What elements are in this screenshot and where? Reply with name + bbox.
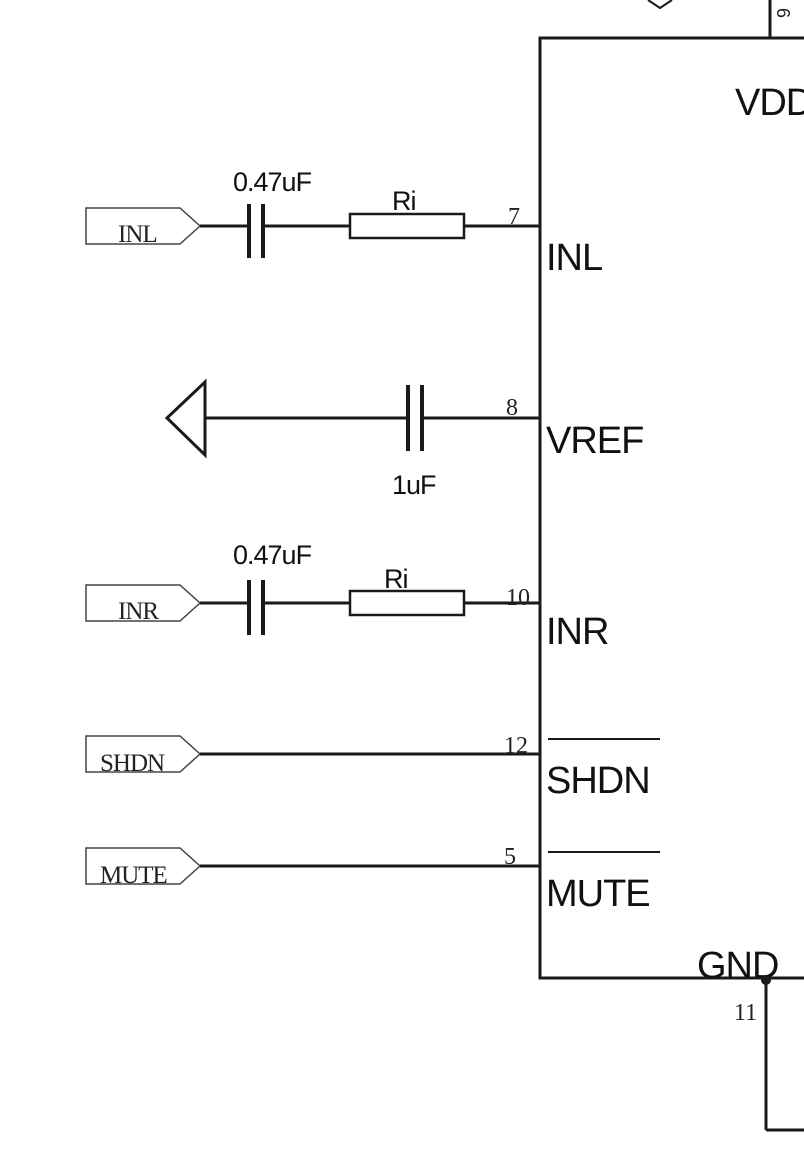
pin-label-vref: VREF [546, 420, 643, 462]
resistor-inr-label: Ri [384, 564, 408, 594]
port-label-inr: INR [118, 598, 159, 625]
pin-number-gnd: 11 [734, 1000, 757, 1026]
cap-inl-value: 0.47uF [233, 167, 312, 197]
port-label-inl: INL [118, 221, 157, 248]
port-inr [85, 584, 202, 622]
pin-number-inr: 10 [506, 585, 530, 611]
port-inl [85, 207, 202, 245]
pin-number-inl: 7 [508, 204, 520, 230]
pin-number-vref: 8 [506, 395, 518, 421]
resistor-inr [348, 589, 466, 617]
cap-inr-value: 0.47uF [233, 540, 312, 570]
cap-vref-value: 1uF [392, 470, 436, 500]
ground-symbol [164, 378, 207, 459]
ic-body [538, 36, 804, 980]
port-label-mute: MUTE [100, 862, 168, 889]
pin-number-mute: 5 [504, 844, 516, 870]
resistor-inl [348, 212, 466, 240]
pin-label-inl: INL [546, 237, 602, 279]
top-arrow-fragment [647, 0, 673, 10]
pin-label-mute: MUTE [546, 873, 650, 915]
pin-label-shdn: SHDN [546, 760, 650, 802]
pin-label-inr: INR [546, 611, 608, 653]
port-mute [85, 847, 202, 885]
pin-number-shdn: 12 [504, 733, 528, 759]
pin-number-top: 9 [774, 8, 794, 18]
resistor-inl-label: Ri [392, 186, 416, 216]
port-label-shdn: SHDN [100, 750, 165, 777]
pin-label-vdd: VDD [735, 82, 804, 124]
port-shdn [85, 735, 202, 773]
